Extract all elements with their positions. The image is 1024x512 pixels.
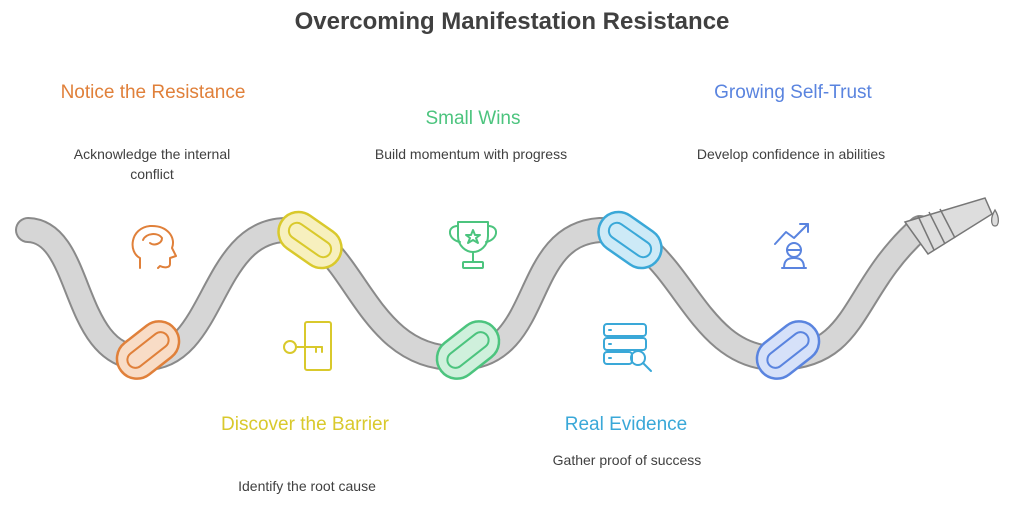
step-desc-small-wins: Build momentum with progress (374, 146, 568, 162)
page-title: Overcoming Manifestation Resistance (294, 8, 730, 35)
knot-orange (115, 320, 181, 380)
database-search-icon (603, 323, 652, 372)
step-title-small-wins: Small Wins (425, 108, 521, 129)
step-desc-discover: Identify the root cause (238, 478, 376, 494)
step-desc-notice: Acknowledge the internal conflict (73, 146, 231, 182)
step-title-self-trust: Growing Self-Trust (714, 82, 872, 103)
head-profile-icon (131, 224, 177, 269)
nozzle (903, 197, 1000, 256)
step-desc-real-evidence: Gather proof of success (552, 452, 702, 468)
step-desc-self-trust: Develop confidence in abilities (696, 146, 886, 162)
key-door-icon (283, 321, 332, 371)
knot-yellow (277, 210, 343, 270)
knot-green (435, 320, 501, 380)
trophy-icon (449, 221, 497, 269)
step-title-real-evidence: Real Evidence (564, 414, 688, 435)
step-title-discover: Discover the Barrier (221, 414, 389, 435)
knot-teal (597, 210, 663, 270)
water-drop (990, 208, 1000, 227)
person-growth-icon (774, 223, 809, 269)
knot-blue (755, 320, 821, 380)
step-title-notice: Notice the Resistance (60, 82, 246, 103)
